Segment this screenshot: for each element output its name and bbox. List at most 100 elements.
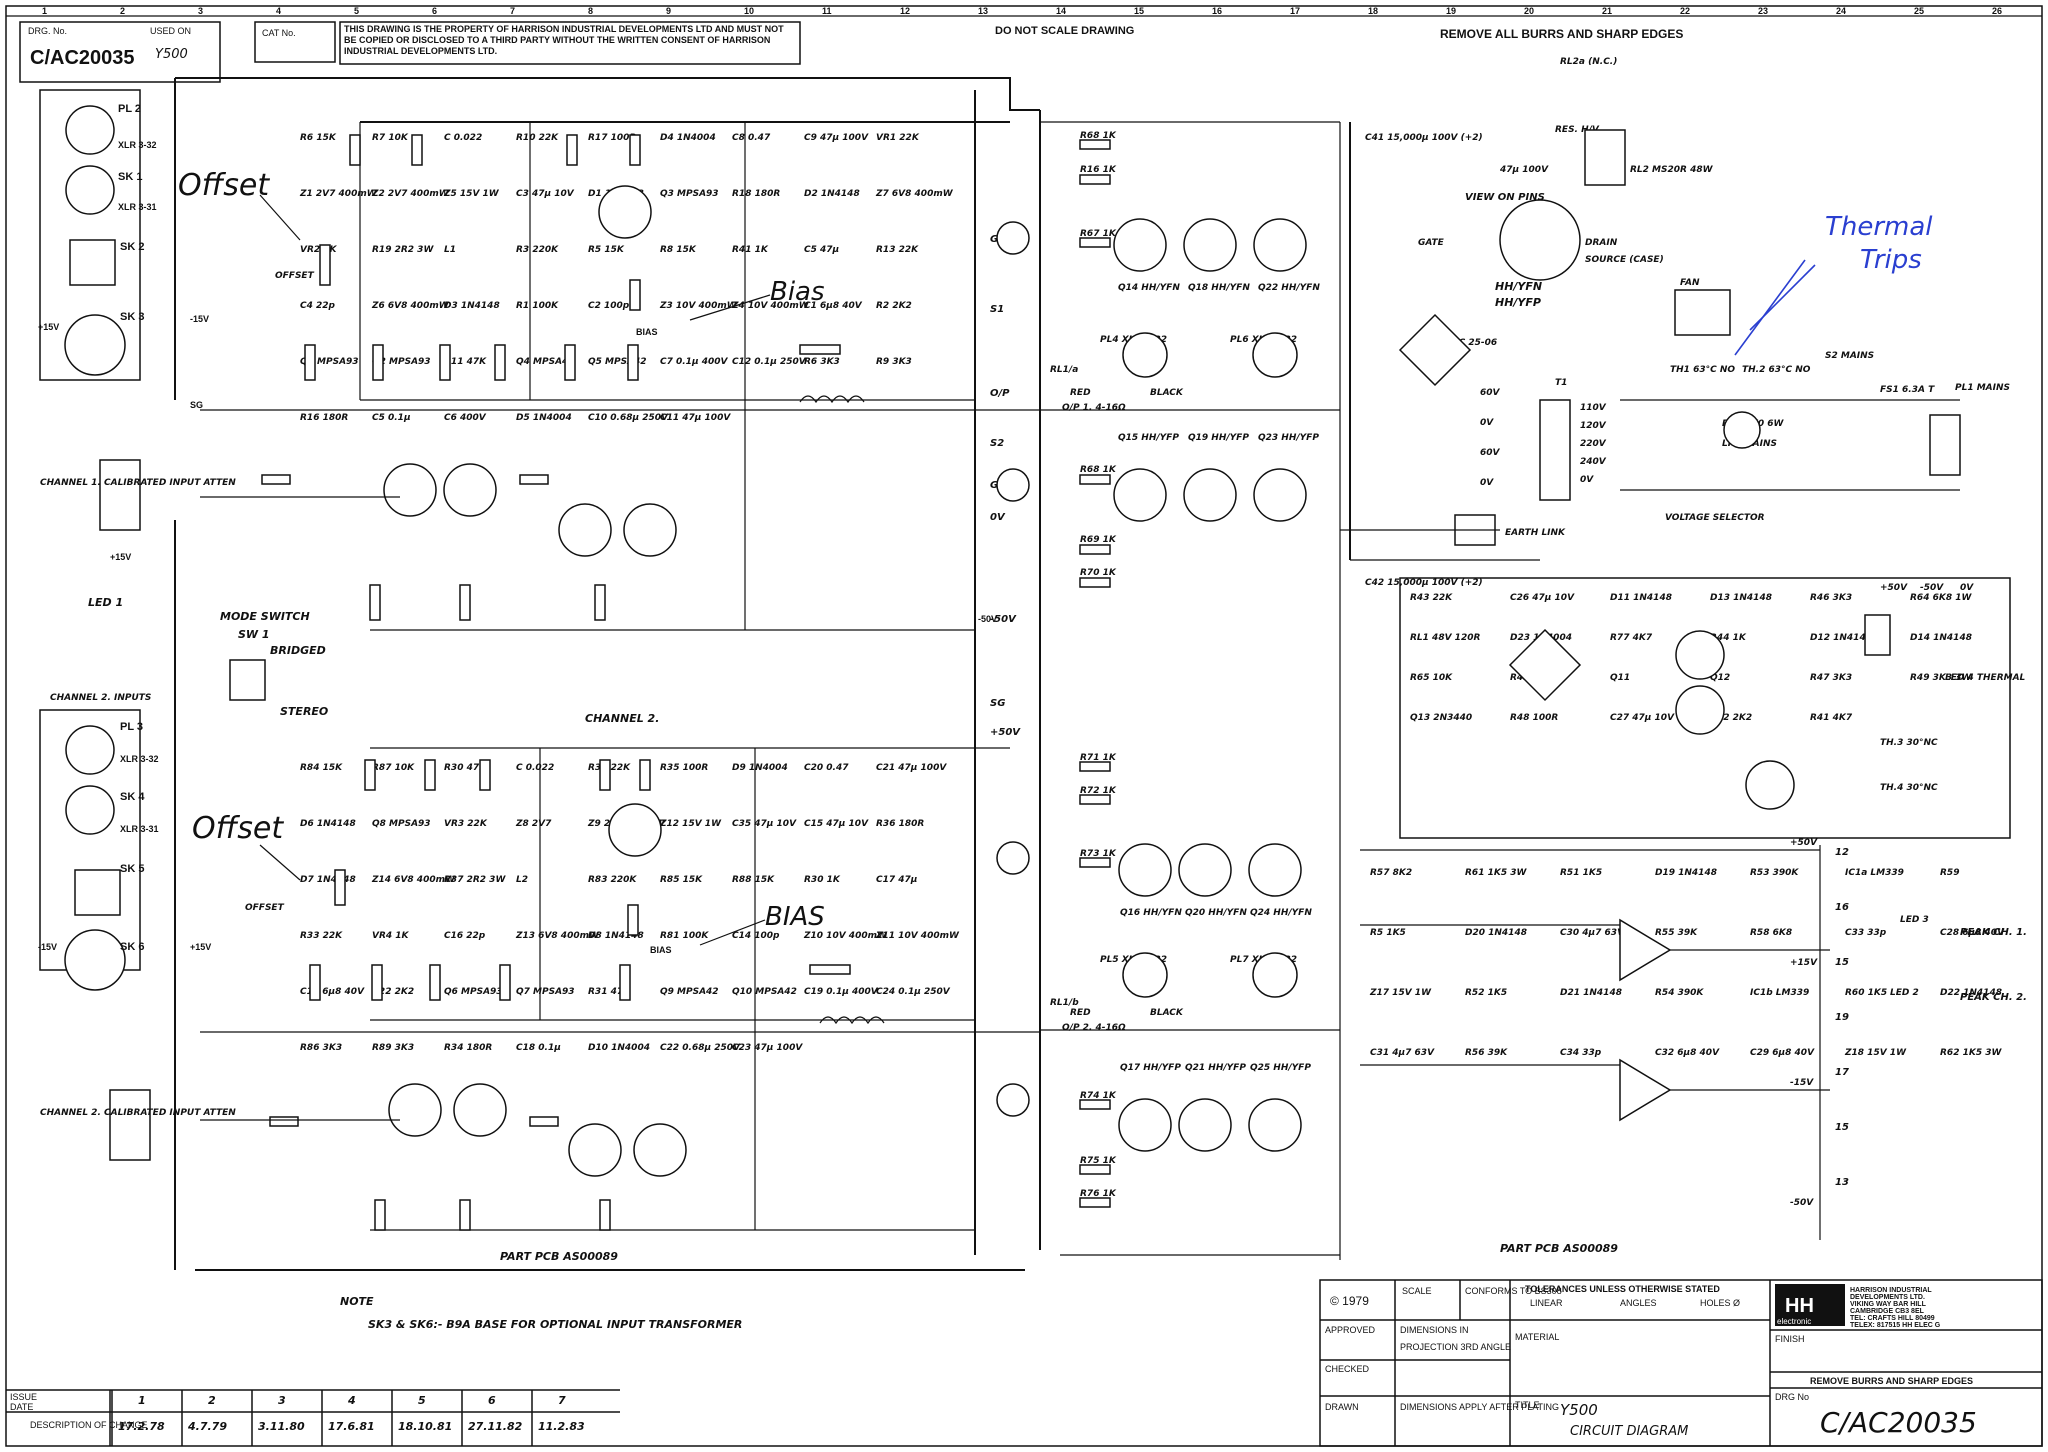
thermal-arrow	[1734, 259, 1806, 356]
component-label: R49 3K3 3W	[1910, 673, 1972, 683]
column-number: 24	[1836, 6, 1846, 16]
component-label: R13 22K	[876, 245, 919, 255]
mosfet	[1253, 468, 1307, 522]
relay-label: RL1/b	[1050, 998, 1079, 1008]
pin-number: 13	[1835, 1177, 1849, 1188]
thermistor-label: TH.4 30°NC	[1880, 783, 1938, 793]
component-label: Q10 MPSA42	[732, 987, 797, 997]
component-label: C33 33p	[1845, 928, 1887, 938]
column-number: 11	[822, 6, 832, 16]
mosfet-label: Q14 HH/YFN	[1118, 283, 1180, 293]
pl3-connector	[65, 725, 115, 775]
drg-no-label: DRG. No.	[28, 26, 67, 36]
secondary-label: 60V	[1480, 388, 1501, 398]
component-label: R60 1K5	[1845, 988, 1887, 998]
component-label: Z8 2V7	[515, 819, 552, 829]
thermal-annotation: Thermal	[1825, 212, 1933, 242]
component-label: C10 0.68µ 250V	[588, 413, 669, 423]
component-label: R22 2K2	[372, 987, 414, 997]
bridge-rectifier	[1398, 313, 1472, 387]
company-line: TEL: CRAFTS HILL 80499	[1850, 1315, 1935, 1322]
pin-number: 16	[1835, 902, 1849, 913]
secondary-label: 0V	[1480, 478, 1494, 488]
revision-date: 17.6.81	[328, 1420, 375, 1433]
bridged-label: BRIDGED	[270, 644, 326, 657]
transistor-q1	[383, 463, 437, 517]
component-label: R58 6K8	[1750, 928, 1792, 938]
mosfet-label: Q18 HH/YFN	[1188, 283, 1250, 293]
column-number: 2	[120, 6, 125, 16]
type-label: HH/YFP	[1495, 296, 1541, 309]
inductor-l2	[819, 1016, 885, 1025]
terminal-label: +50V	[990, 727, 1021, 738]
wire-label: RED	[1070, 388, 1091, 398]
transistor-q4	[558, 503, 612, 557]
component-label: C20 0.47	[804, 763, 849, 773]
psu-label: RL2 MS20R 48W	[1630, 165, 1714, 175]
component-label: C16 22p	[444, 931, 486, 941]
scale-label: SCALE	[1402, 1286, 1432, 1296]
tap-label: 120V	[1580, 421, 1607, 431]
sk1-connector	[65, 165, 115, 215]
component-label: C5 0.1µ	[372, 413, 411, 423]
component-label: R30 1K	[804, 875, 841, 885]
component-label: C2 100p	[588, 301, 630, 311]
column-number: 16	[1212, 6, 1222, 16]
pl4-connector	[1122, 332, 1168, 378]
component-label: R84 15K	[300, 763, 343, 773]
psu-label: 47µ 100V	[1499, 165, 1549, 175]
connector-label: SK 4	[120, 791, 145, 803]
resistor-label: R67 1K	[1080, 229, 1117, 239]
terminal-label: SG	[990, 698, 1005, 709]
burrs-note: REMOVE ALL BURRS AND SHARP EDGES	[1440, 27, 1683, 41]
scale-note: DO NOT SCALE DRAWING	[995, 25, 1134, 37]
column-number: 6	[432, 6, 437, 16]
component-label: Z10 10V 400mW	[803, 931, 888, 941]
psu-label: S2 MAINS	[1825, 351, 1874, 361]
revision-date: 11.2.83	[538, 1420, 585, 1433]
revision-date: 18.10.81	[398, 1420, 452, 1433]
transistor-q3	[598, 185, 652, 239]
terminal-g2	[996, 468, 1030, 502]
component-label: Q7 MPSA93	[516, 987, 575, 997]
drawing-title: Y500	[1560, 1401, 1598, 1419]
rail-label: +50V	[1880, 583, 1908, 593]
component-label: D10 1N4004	[588, 1043, 650, 1053]
mosfet	[1178, 1098, 1232, 1152]
component-label: L2	[516, 875, 528, 885]
property-notice: THIS DRAWING IS THE PROPERTY OF HARRISON…	[344, 24, 784, 56]
component-label: Z14 6V8 400mW	[371, 875, 456, 885]
sk4-connector	[65, 785, 115, 835]
offset-annotation: Offset	[192, 811, 284, 846]
transistor-q2	[443, 463, 497, 517]
material-label: MATERIAL	[1515, 1332, 1559, 1342]
column-number: 4	[276, 6, 281, 16]
transistor-q9	[568, 1123, 622, 1177]
column-number: 22	[1680, 6, 1690, 16]
component-label: Q12	[1710, 673, 1730, 683]
column-number: 18	[1368, 6, 1378, 16]
component-label: Z17 15V 1W	[1369, 988, 1432, 998]
led-label: LED 4 THERMAL	[1945, 673, 2026, 683]
wire-label: RED	[1070, 1008, 1091, 1018]
component-label: Q8 MPSA93	[372, 819, 431, 829]
component-label: R88 15K	[732, 875, 775, 885]
mosfet-label: Q15 HH/YFP	[1118, 433, 1179, 443]
mosfet-label: Q16 HH/YFN	[1120, 908, 1182, 918]
component-label: R41 1K	[732, 245, 769, 255]
connector-label: XLR 3-32	[118, 140, 157, 150]
component-label: D2 1N4148	[804, 189, 860, 199]
component-label: R59	[1940, 868, 1959, 878]
terminal-label: O/P	[990, 388, 1010, 399]
component-label: VR3 22K	[444, 819, 488, 829]
sk5-connector	[74, 869, 121, 916]
pl2-connector	[65, 105, 115, 155]
component-label: D6 1N4148	[300, 819, 356, 829]
transformer-t1	[1539, 399, 1571, 501]
revision-issue: 3	[278, 1394, 286, 1407]
component-label: VR1 22K	[876, 133, 920, 143]
